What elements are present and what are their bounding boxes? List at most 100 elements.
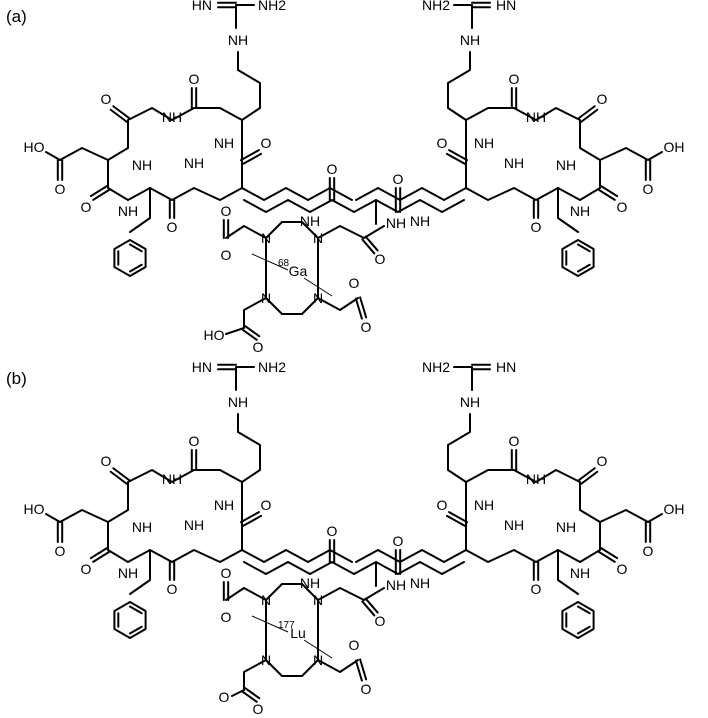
linker-nh-label: NH [410, 575, 430, 591]
phenyl-ring [113, 239, 147, 277]
carbonyl-oxygen-label: O [509, 433, 520, 449]
carbonyl-oxygen-label: O [261, 497, 272, 513]
linker-nh-label: NH [300, 575, 320, 591]
carbonyl-oxygen-label: O [437, 135, 448, 151]
phenyl-inner-bonds [117, 243, 143, 273]
guanidine-imine-label: HN [192, 0, 212, 13]
lysine-linker [355, 549, 467, 563]
aspartate-side-chain [59, 147, 109, 161]
acetate-arm [243, 659, 267, 691]
amide-nh-label: NH [386, 577, 406, 593]
carbonyl-oxygen-label: O [509, 71, 520, 87]
lysine-linker [241, 187, 353, 201]
bond [231, 689, 245, 697]
guanidine-c-n-double [471, 1, 491, 9]
acetate-arm [317, 659, 359, 673]
acetate-oxygen-label: O [349, 275, 360, 291]
carbonyl-oxygen-label: O [101, 91, 112, 107]
carboxylic-acid-label: HO [24, 501, 45, 517]
glutamate-carbonyl [394, 187, 402, 213]
guanidine-imine-label: HN [192, 359, 212, 375]
bond [453, 366, 473, 391]
aspartate-side-chain [59, 509, 109, 523]
amide-nh-label: NH [162, 109, 182, 125]
glutamate-backbone [243, 561, 465, 575]
panel-label: (a) [6, 7, 27, 26]
carbonyl-oxygen-label: O [167, 219, 178, 235]
cyclic-peptide-ring [107, 469, 243, 563]
cyclic-peptide-ring [465, 469, 601, 563]
carbonyl-oxygen-label: O [81, 199, 92, 215]
carbonyl-bond [190, 87, 198, 109]
acetate-arm [225, 587, 267, 601]
acetate-oxygen-label: O [221, 565, 232, 581]
bond [363, 587, 385, 601]
carbonyl-oxygen-label: O [81, 561, 92, 577]
carbonyl-oxygen-label: O [617, 561, 628, 577]
metal-ion-label: Lu [290, 625, 306, 641]
guanidine-amine-label: NH2 [258, 0, 286, 13]
acetate-carbonyl [241, 325, 261, 341]
amide-arm [317, 587, 365, 601]
acetate-carbonyl [222, 219, 230, 239]
carbonyl-bond [239, 511, 263, 527]
carbonyl-oxygen-label: O [167, 581, 178, 597]
acetate-oxygen-label: O [221, 203, 232, 219]
guanidine-imine-label: HN [496, 359, 516, 375]
acid-carbonyl [56, 521, 64, 543]
isotope-mass-number: 177 [278, 620, 295, 631]
acid-oxygen-label: O [643, 181, 654, 197]
carboxylic-acid-label: OH [664, 501, 685, 517]
phenyl-inner-bonds [565, 243, 591, 273]
acetate-oxygen-label: O [221, 609, 232, 625]
acetate-oxygen-label: O [361, 681, 372, 697]
phenyl-ring [113, 601, 147, 639]
carbonyl-bond [510, 449, 518, 471]
amide-carbonyl [361, 597, 379, 617]
carbonyl-bond [445, 511, 469, 527]
phenyl-ring [561, 239, 595, 277]
carbonyl-oxygen-label: O [531, 219, 542, 235]
acetate-carbonyl [241, 687, 261, 703]
aspartate-side-chain [599, 147, 649, 161]
phenyl-ring [561, 601, 595, 639]
amide-nh-label: NH [556, 519, 576, 535]
arginine-side-chain [447, 51, 471, 121]
guanidine-amine-label: NH2 [422, 359, 450, 375]
bond [45, 513, 61, 523]
phenylalanine-side-chain [129, 187, 151, 233]
linker-nh-label: NH [410, 213, 430, 229]
amide-nh-label: NH [162, 471, 182, 487]
acid-oxygen-label: O [643, 543, 654, 559]
acetate-arm [317, 297, 359, 311]
carbonyl-bond [577, 105, 599, 123]
carboxylic-acid-label: HO [24, 139, 45, 155]
carbonyl-bond [168, 199, 176, 219]
guanidine-nh-label: NH [460, 32, 480, 48]
carbonyl-bond [89, 547, 111, 563]
amide-nh-label: NH [570, 565, 590, 581]
acetate-arm [243, 297, 267, 329]
glutamate-carbonyl [394, 549, 402, 575]
phenylalanine-side-chain [557, 187, 579, 233]
amide-nh-label: NH [118, 565, 138, 581]
metal-ion-label: Ga [289, 263, 308, 279]
amide-nh-label: NH [474, 497, 494, 513]
acetate-oxygen-label: O [253, 339, 264, 355]
bond [45, 151, 61, 161]
cyclic-peptide-ring [107, 107, 243, 201]
phenyl-inner-bonds [117, 605, 143, 635]
glutamate-oxygen-label: O [327, 523, 338, 539]
glutamate-backbone [243, 199, 465, 213]
amide-nh-label: NH [504, 517, 524, 533]
glutamate-oxygen-label: O [393, 533, 404, 549]
bond [453, 4, 473, 29]
bond [235, 4, 255, 29]
acetate-oxygen-label: O [349, 637, 360, 653]
amide-oxygen-label: O [375, 251, 386, 267]
acid-carbonyl [644, 159, 652, 181]
acid-carbonyl [56, 159, 64, 181]
